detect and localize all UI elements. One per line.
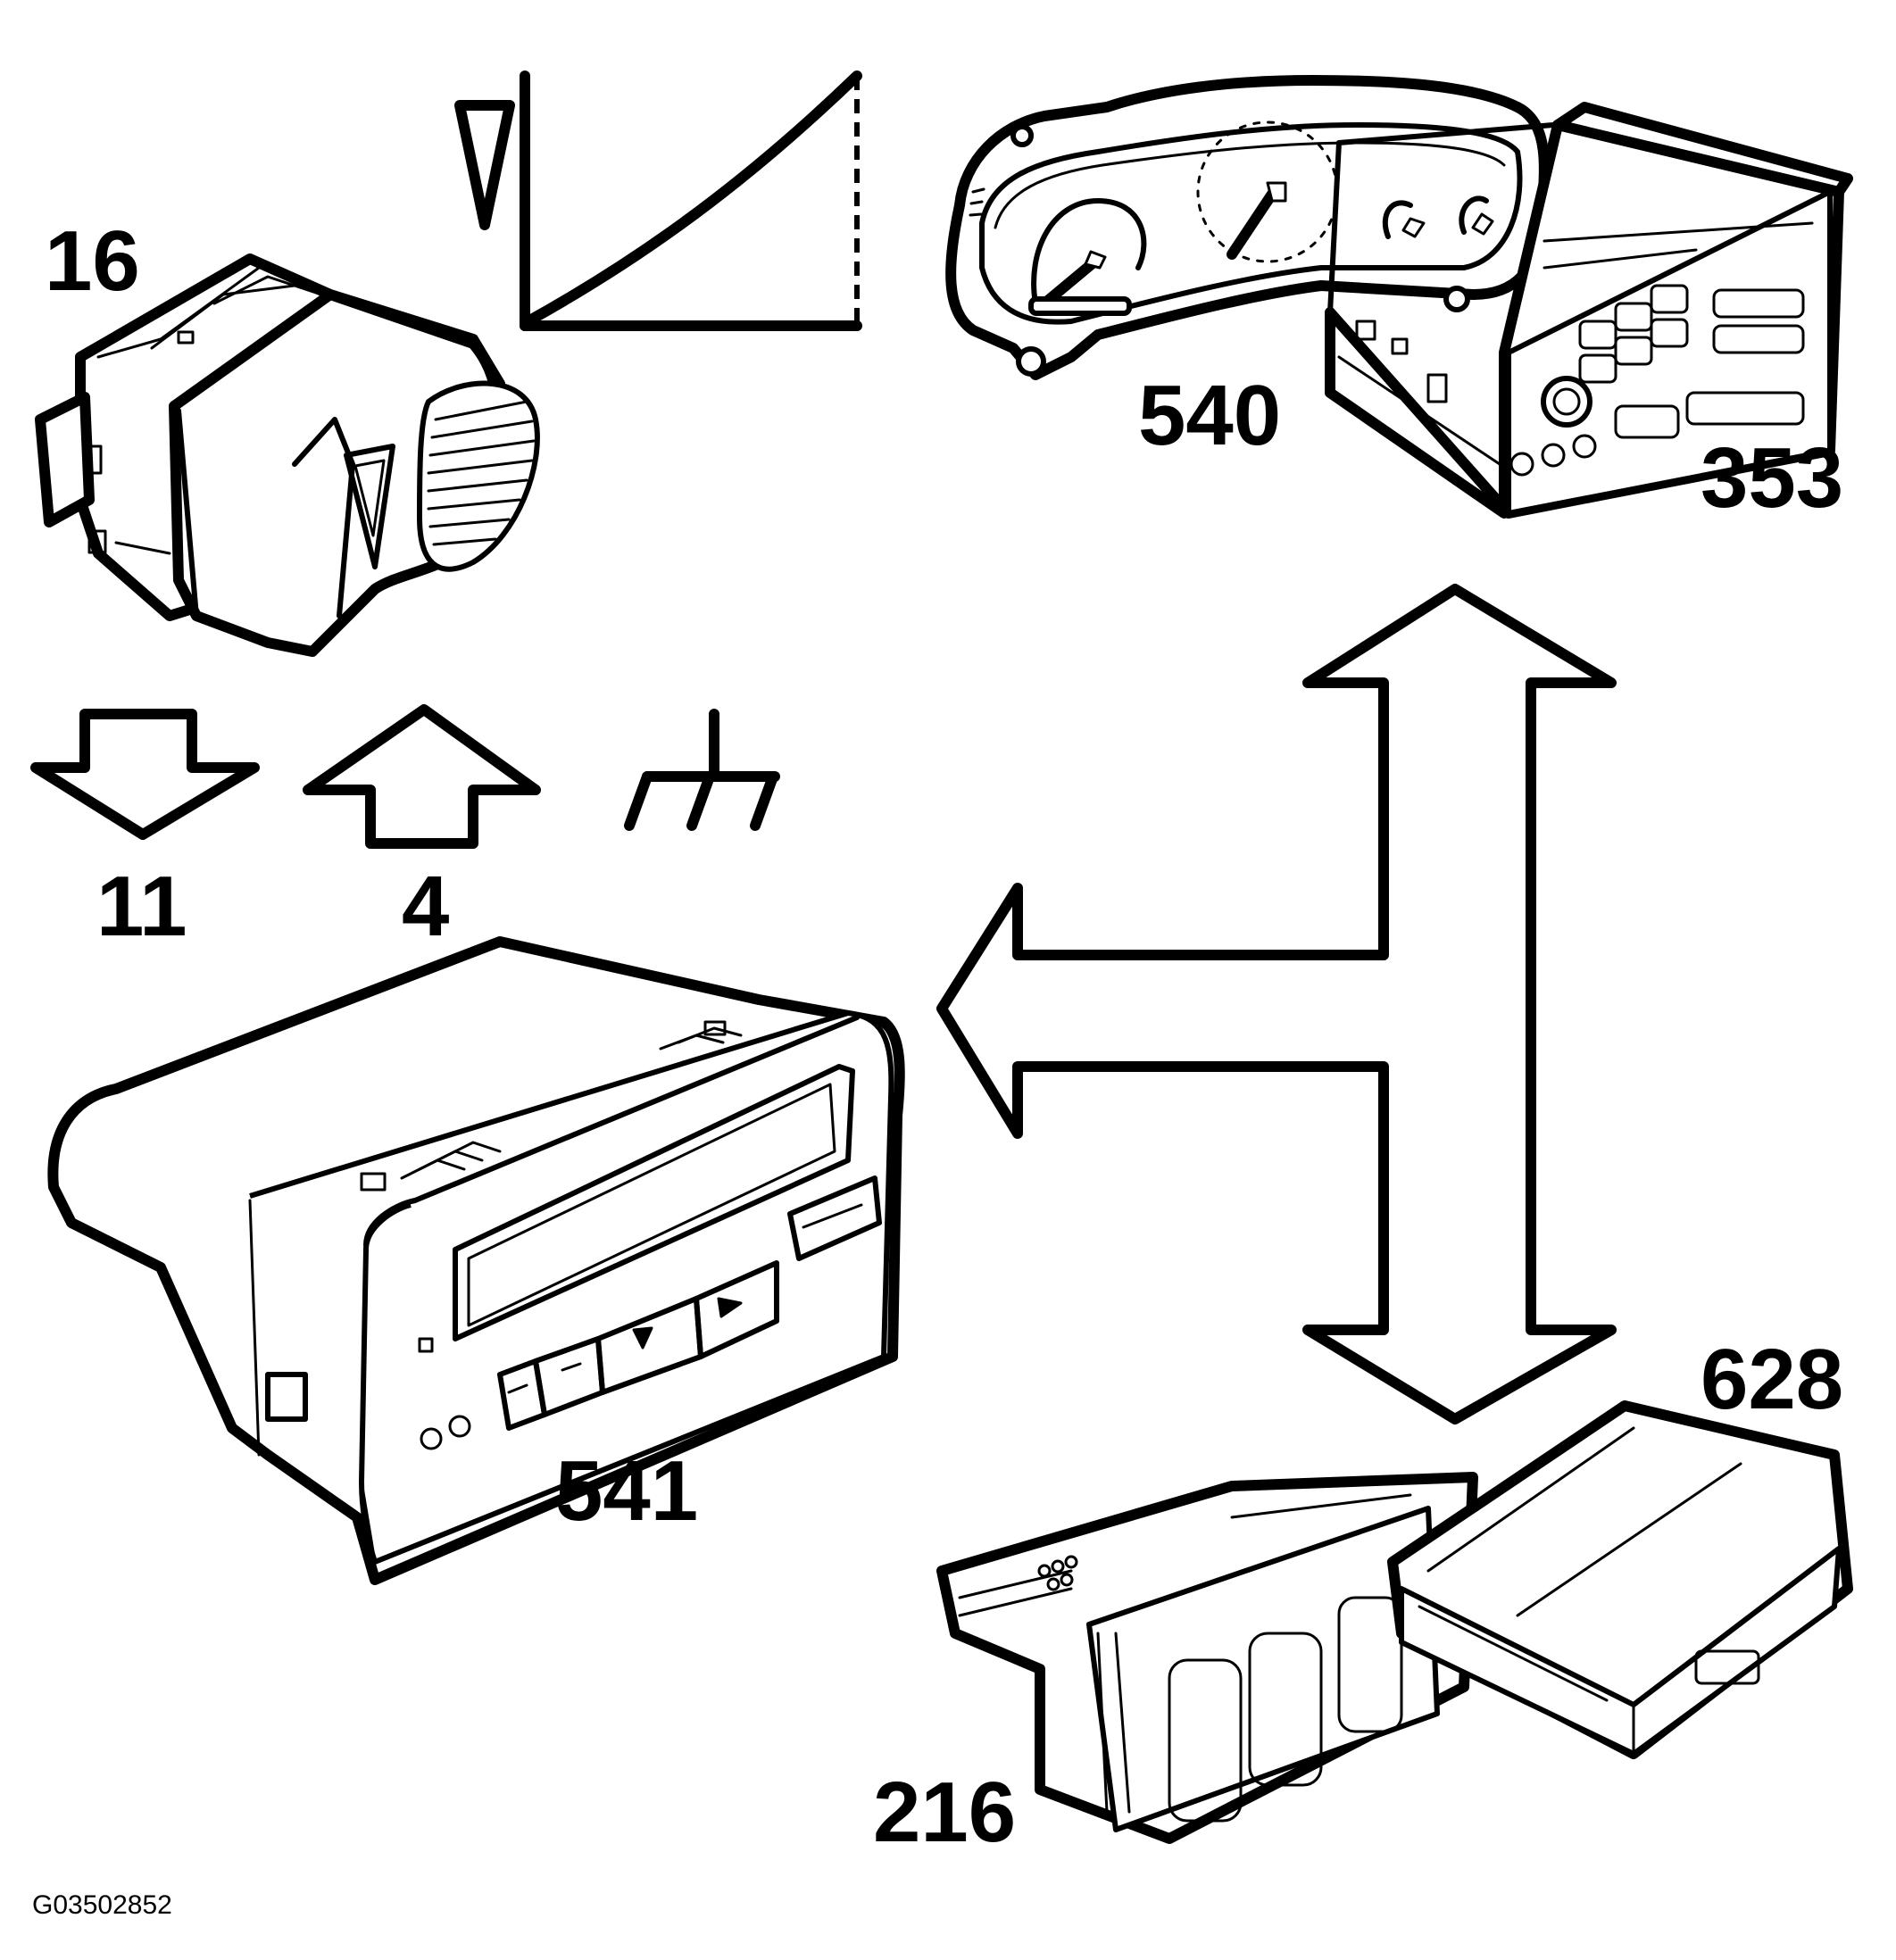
control-module-628 xyxy=(1387,1400,1853,1759)
label-radio: 353 xyxy=(1701,430,1843,526)
label-display-unit: 541 xyxy=(555,1443,698,1539)
display-unit xyxy=(47,936,905,1585)
radio-unit xyxy=(1325,102,1853,519)
label-control-module-216: 216 xyxy=(873,1765,1016,1860)
label-arrow-up: 4 xyxy=(402,859,449,954)
hazard-switch xyxy=(35,253,540,657)
signal-graph-icon xyxy=(454,71,862,331)
label-arrow-down: 11 xyxy=(96,859,187,954)
triangle-marker-icon xyxy=(454,100,515,230)
label-instrument-cluster: 540 xyxy=(1138,368,1281,463)
label-control-module-628: 628 xyxy=(1701,1332,1843,1427)
up-arrow-icon xyxy=(303,704,541,849)
hazard-triangle-icon xyxy=(344,444,395,569)
ground-symbol-icon xyxy=(624,709,780,831)
double-headed-arrow-icon xyxy=(936,584,1617,1424)
control-module-216 xyxy=(936,1472,1478,1844)
figure-id: G03502852 xyxy=(32,1890,172,1920)
label-hazard-switch: 16 xyxy=(45,213,140,309)
down-arrow-icon xyxy=(30,709,260,840)
instrument-cluster xyxy=(945,75,1550,380)
